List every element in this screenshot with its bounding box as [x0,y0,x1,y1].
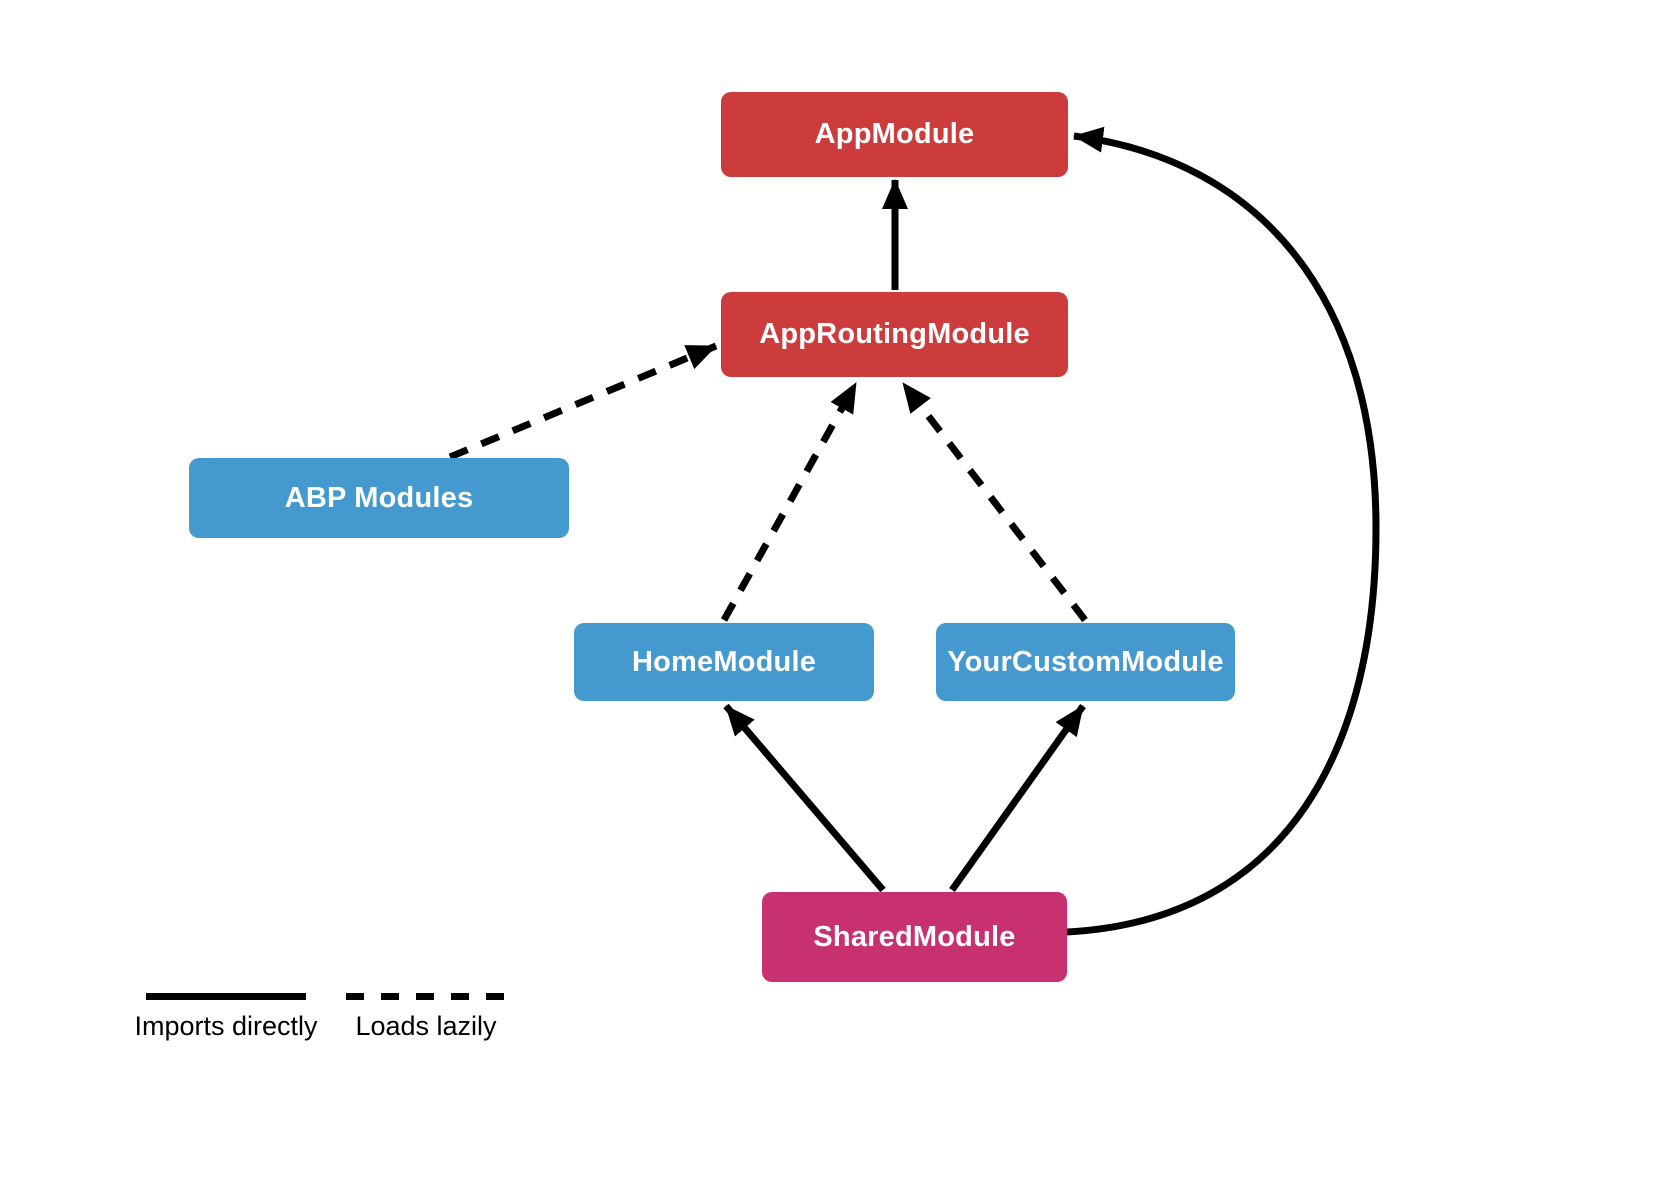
node-label-appmodule: AppModule [814,118,975,150]
node-label-sharedmodule: SharedModule [813,920,1016,953]
edge-sharedmodule-to-yourcustommodule [949,703,1086,893]
edge-yourcustommodule-to-approutingmodule [900,380,1088,623]
edge-homemodule-to-approutingmodule [720,381,860,622]
edge-sharedmodule-to-appmodule [1066,126,1380,936]
node-sharedmodule: SharedModule [762,892,1067,982]
legend-item-loads-lazily: Loads lazily [336,993,516,1042]
node-label-abpmodules: ABP Modules [284,481,474,514]
node-abpmodules: ABP Modules [189,458,569,538]
solid-line-swatch [146,993,306,1000]
legend-label-imports-directly: Imports directly [134,1011,318,1041]
dashed-line-swatch [345,993,507,1000]
node-approutingmodule: AppRoutingModule [721,292,1068,377]
edge-abpmodules-to-approutingmodule [448,342,718,461]
node-label-yourcustommodule: YourCustomModule [947,645,1224,678]
legend-label-loads-lazily: Loads lazily [355,1011,497,1041]
node-label-approutingmodule: AppRoutingModule [759,318,1030,350]
node-appmodule: AppModule [721,92,1068,177]
node-homemodule: HomeModule [574,623,874,701]
node-yourcustommodule: YourCustomModule [936,623,1235,701]
legend-item-imports-directly: Imports directly [134,993,318,1042]
edge-sharedmodule-to-homemodule [723,703,886,893]
node-label-homemodule: HomeModule [631,645,817,678]
